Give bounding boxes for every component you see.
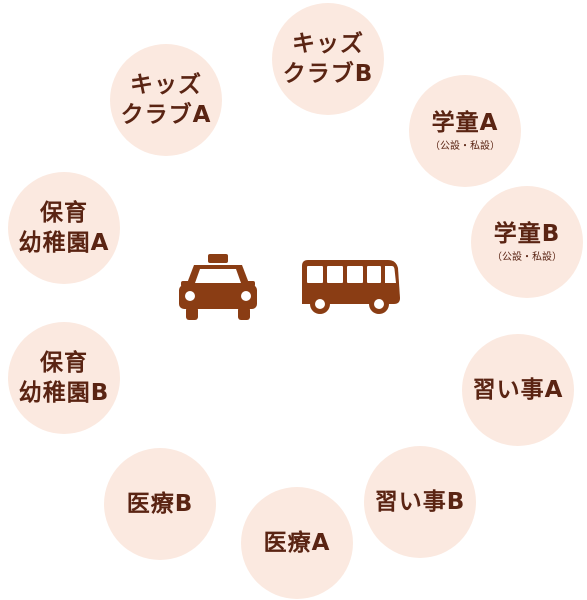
node-label-line: 習い事B [374,489,466,515]
node-hoiku-a: 保育 幼稚園A [8,172,120,284]
node-naraigoto-a: 習い事A [462,334,574,446]
node-gakudo-a: 学童A （公設・私設） [409,75,521,187]
node-hoiku-b: 保育 幼稚園B [8,322,120,434]
node-label-line: 習い事A [472,377,564,403]
node-label-line: 幼稚園A [18,230,110,256]
node-label-line: 保育 [40,200,88,226]
node-gakudo-b: 学童B （公設・私設） [471,186,583,298]
node-label-line: キッズ [130,72,202,98]
node-label-line: 学童B [493,221,561,247]
node-label-line: 医療B [126,491,194,517]
bus-icon [300,258,402,318]
node-sub-label: （公設・私設） [430,141,500,152]
node-label-line: 幼稚園B [18,380,110,406]
node-sub-label: （公設・私設） [492,252,562,263]
node-kids-club-b: キッズ クラブB [272,3,384,115]
node-naraigoto-b: 習い事B [364,446,476,558]
node-label-line: 保育 [40,350,88,376]
node-label-line: キッズ [292,31,364,57]
taxi-icon [178,252,258,322]
node-iryo-a: 医療A [241,487,353,599]
node-kids-club-a: キッズ クラブA [110,44,222,156]
node-label-line: クラブA [120,102,212,128]
node-label-line: 医療A [263,530,331,556]
node-label-line: 学童A [431,110,499,136]
node-iryo-b: 医療B [104,448,216,560]
node-label-line: クラブB [282,61,374,87]
